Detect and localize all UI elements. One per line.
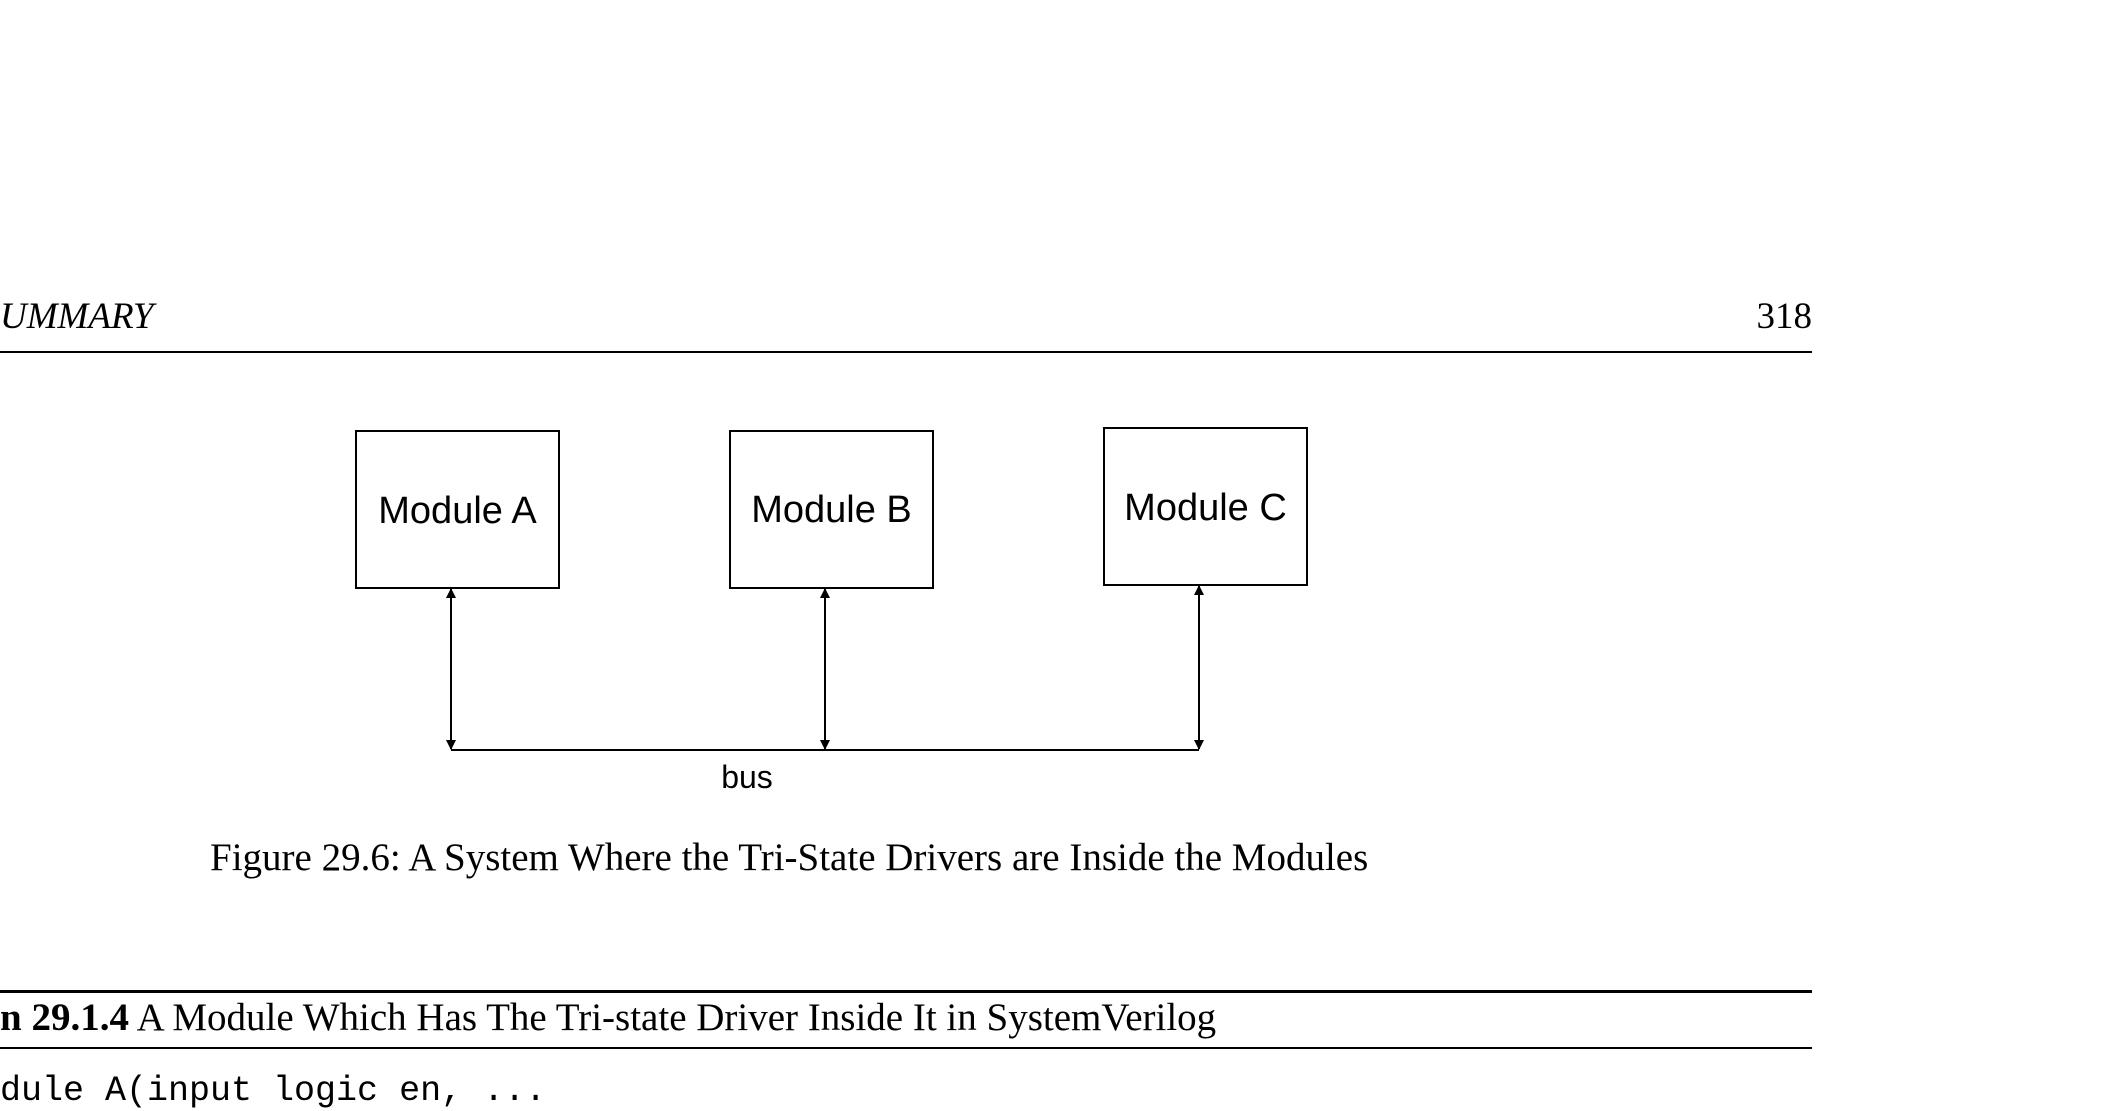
module-c-label: Module C <box>1124 487 1287 529</box>
listing-title: A Module Which Has The Tri-state Driver … <box>136 996 1217 1039</box>
module-b-label: Module B <box>751 489 912 531</box>
module-c-box <box>1103 427 1308 586</box>
module-b-box <box>729 430 934 589</box>
page-number: 318 <box>1756 296 1813 337</box>
listing-bottom-rule <box>0 1047 1812 1049</box>
module-c: Module C <box>1103 427 1308 586</box>
running-header-title: UMMARY <box>0 296 154 337</box>
module-a-label: Module A <box>378 490 537 532</box>
module-a-box <box>355 430 560 589</box>
header-rule <box>0 351 1812 353</box>
listing-number: n 29.1.4 <box>0 996 129 1039</box>
listing-heading: n 29.1.4 A Module Which Has The Tri-stat… <box>0 998 1216 1037</box>
bus-label: bus <box>721 759 773 795</box>
module-a: Module A <box>355 430 560 589</box>
module-b: Module B <box>729 430 934 589</box>
figure-caption: Figure 29.6: A System Where the Tri-Stat… <box>210 836 1369 879</box>
listing-top-rule <box>0 990 1812 993</box>
